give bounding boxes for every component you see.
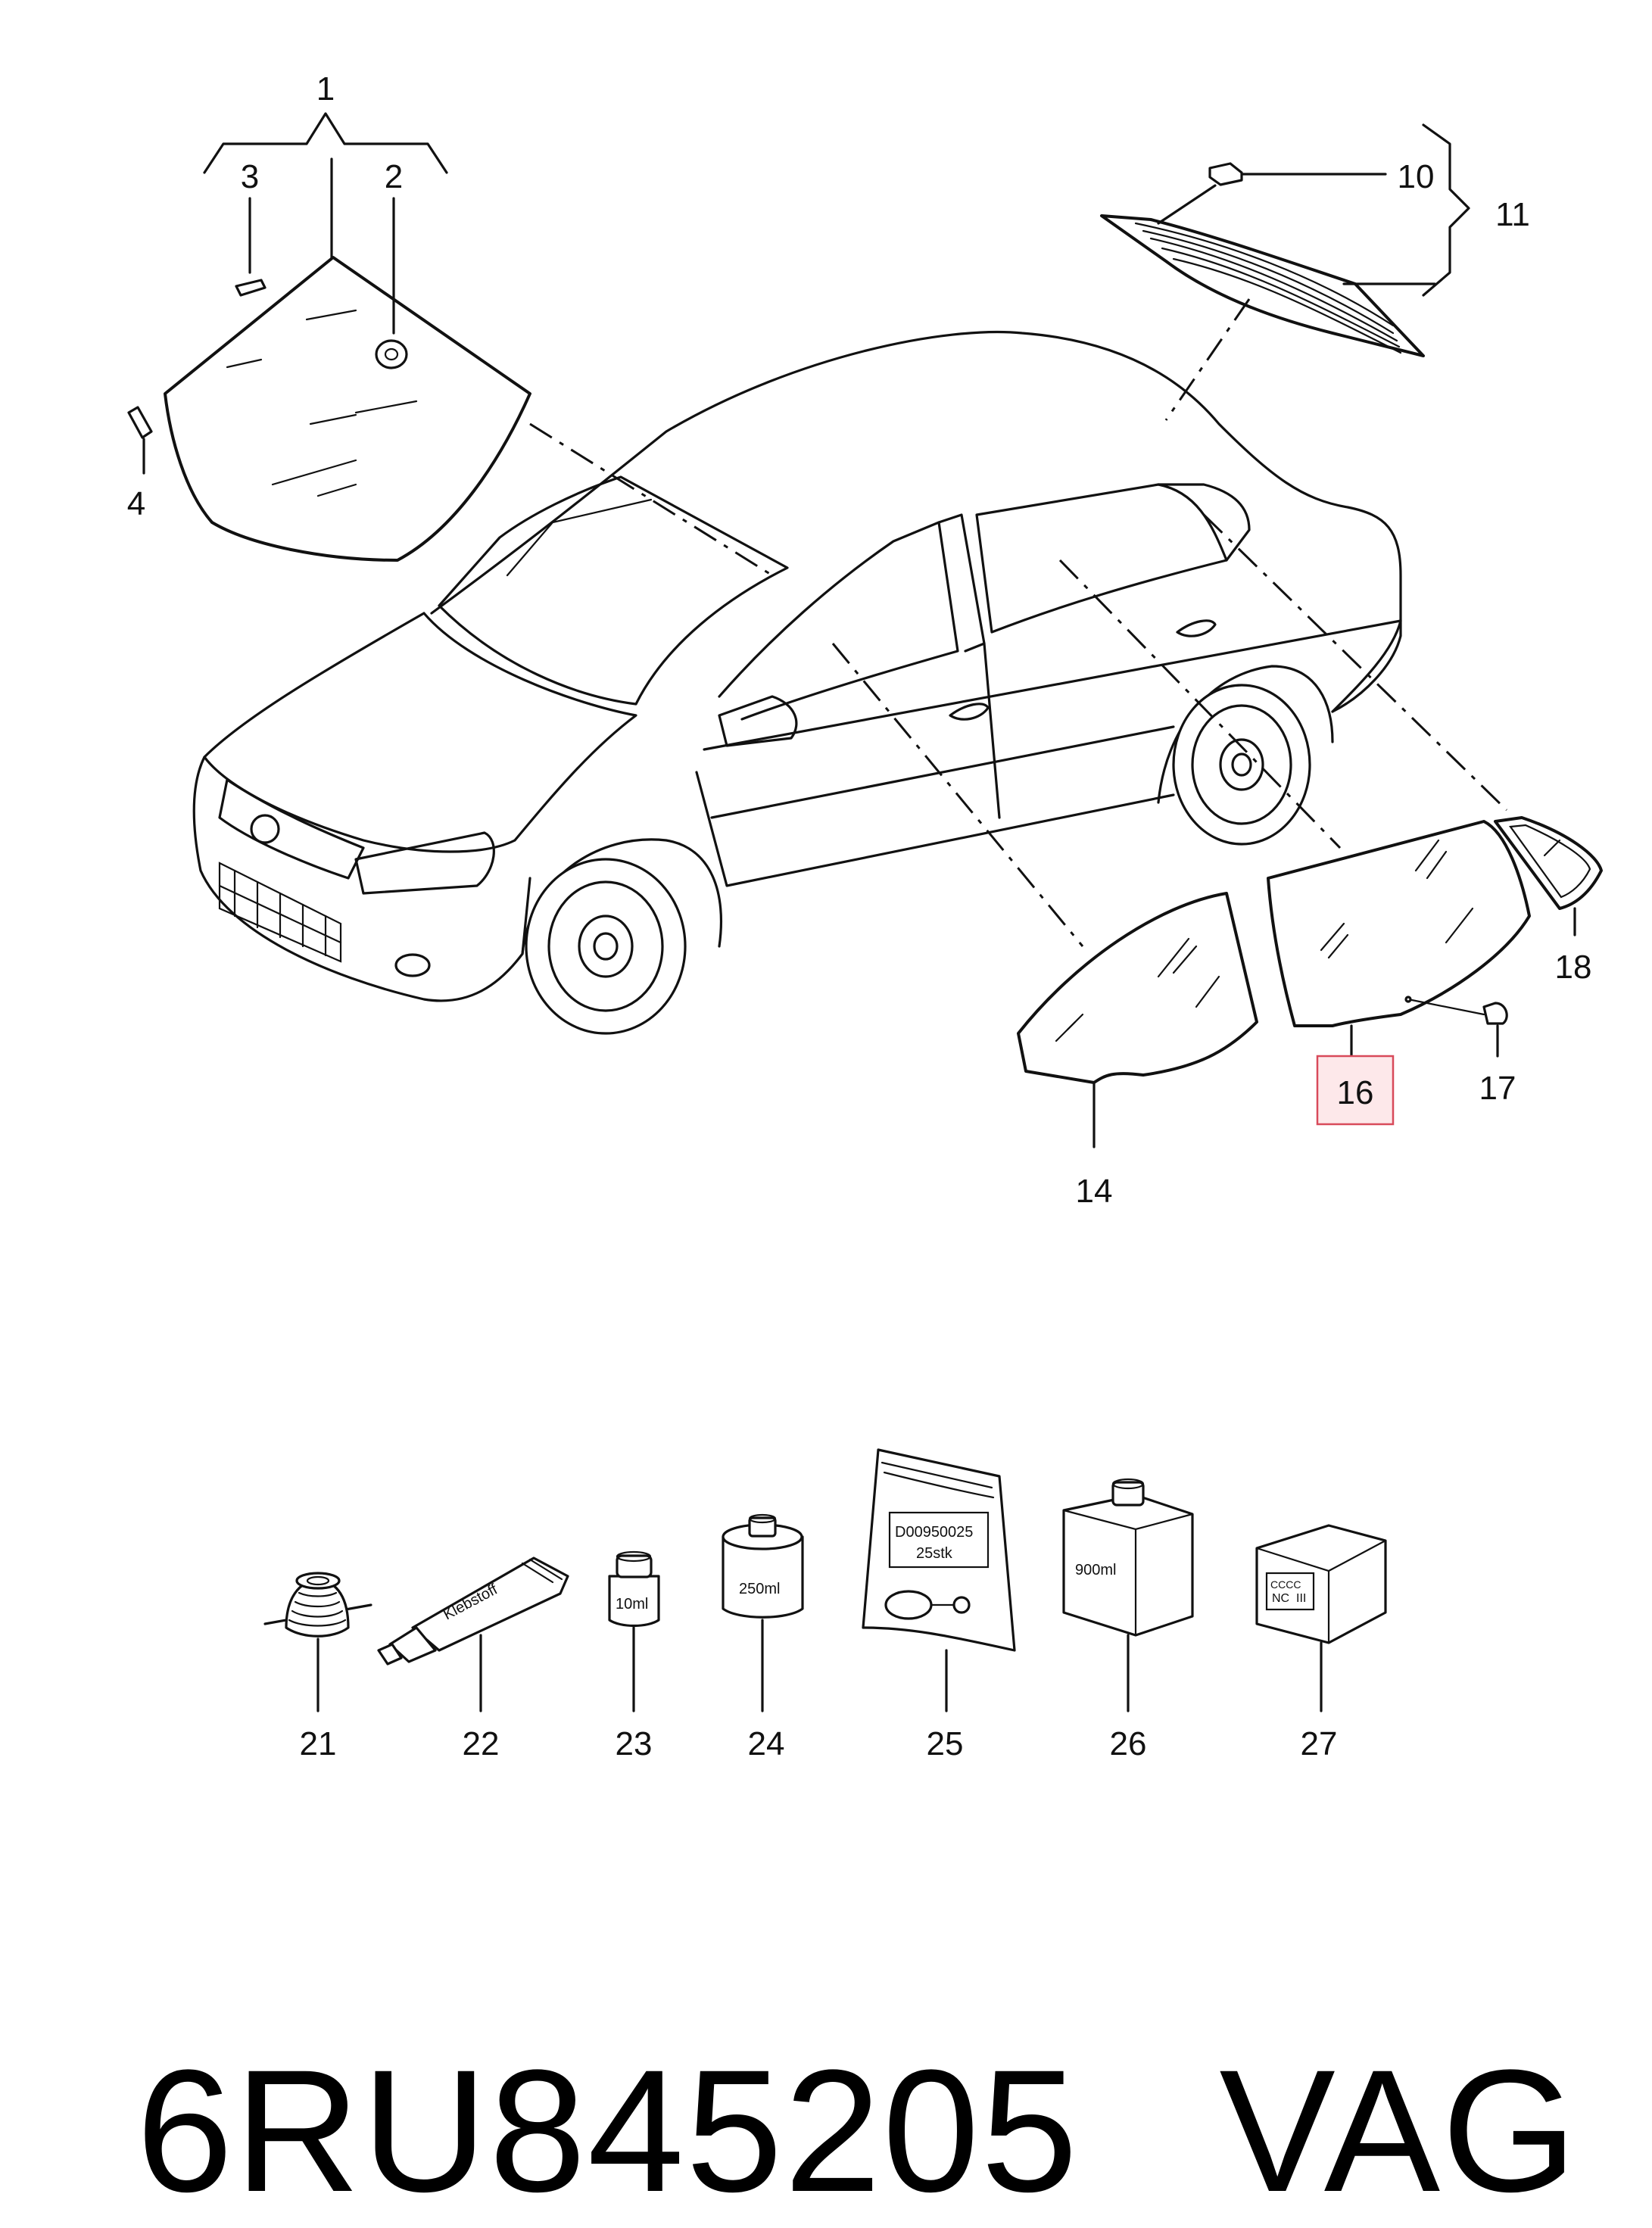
car-badge [250,814,280,844]
rear-door-handle [1176,619,1217,637]
part-10-clip [1208,162,1243,186]
callout-25: 25 [927,1725,964,1762]
callout-16: 16 [1337,1074,1374,1111]
part-2-sensor [375,339,408,369]
rear-window-glass [1100,214,1425,357]
bag-code: D00950025 [895,1524,973,1541]
part-23-small-bottle: 10ml [608,1550,660,1712]
part-3-clip [235,279,267,297]
bracket-11 [1422,123,1470,297]
rear-window-group [1100,123,1470,357]
car-grille-upper [218,778,365,880]
car-rear-wheel [1157,665,1334,846]
windshield-group [127,112,531,562]
cube-line1: CCCC [1270,1578,1301,1591]
front-door-glass [1017,892,1258,1148]
part-26-box: 900ml [1062,1478,1194,1712]
part-22-glue-tube: Klebstoff [377,1556,569,1712]
windshield-glare [226,309,418,497]
car-front [192,756,531,1002]
part-24-can: 250ml [722,1513,804,1712]
callouts: 1 2 3 4 10 11 14 16 17 18 [127,70,1592,1210]
car-foglight [394,953,431,977]
rear-door-glass [1267,820,1531,1061]
accessories-row: Klebstoff 10ml 250ml D00950025 25stk [263,1448,1387,1762]
car-roof-outline [430,330,1402,713]
box-label: 900ml [1075,1562,1116,1578]
part-17-pin [1482,1002,1508,1025]
callout-1: 1 [316,70,335,108]
callout-27: 27 [1301,1725,1338,1762]
part-21-coil [263,1572,372,1712]
callout-17: 17 [1479,1070,1516,1107]
car-illustration [192,330,1402,1035]
bag-qty: 25stk [916,1545,953,1562]
car-windscreen-frame [438,475,789,706]
can-label: 250ml [739,1581,780,1597]
callout-14: 14 [1076,1173,1113,1210]
part-25-bag: D00950025 25stk [862,1448,1016,1712]
car-body-side [695,619,1402,887]
part-4-mirror-base [127,406,153,439]
callout-2: 2 [385,158,403,195]
part-27-cube: CCCC NC III [1255,1524,1387,1712]
callout-22: 22 [463,1725,500,1762]
callout-21: 21 [300,1725,337,1762]
callout-26: 26 [1110,1725,1147,1762]
callout-10: 10 [1398,158,1435,195]
car-side-window-rear [975,483,1228,634]
callout-4: 4 [127,485,145,522]
cube-line3: III [1296,1592,1306,1605]
windshield-glass [164,256,531,562]
brand-name: VAG [1219,2033,1579,2228]
dashed-leaders [529,298,1508,947]
callout-18: 18 [1555,949,1592,986]
car-side-window-front [718,521,959,721]
callout-11: 11 [1495,196,1530,233]
bottle-label: 10ml [616,1596,648,1613]
callout-23: 23 [616,1725,653,1762]
front-door-handle [949,703,990,721]
callout-3: 3 [241,158,259,195]
car-front-wheel [521,838,723,1035]
defroster-lines [1134,222,1402,354]
part-number: 6RU845205 [136,2033,1080,2228]
quarter-glass [1494,816,1603,936]
car-side-mirror [718,695,798,747]
callout-16-highlight [1316,1055,1395,1126]
leader-10-glass [1157,184,1217,225]
bracket-1 [203,112,448,174]
callout-24: 24 [748,1725,785,1762]
cube-line2: NC [1272,1592,1289,1605]
car-headlight [354,831,495,895]
car-grille-mesh [218,862,342,963]
